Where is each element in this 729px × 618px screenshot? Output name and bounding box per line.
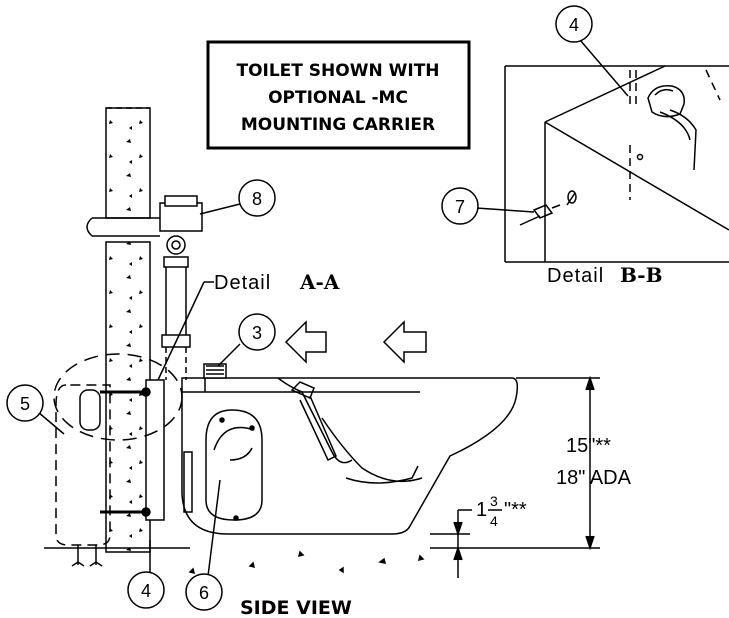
offset-suffix: "** bbox=[504, 499, 527, 521]
callout-8-number: 8 bbox=[252, 189, 262, 209]
height-ada: 18" ADA bbox=[556, 467, 632, 489]
callout-7-number: 7 bbox=[455, 197, 465, 217]
callout-4-detail-number: 4 bbox=[569, 15, 579, 35]
callout-3: 3 bbox=[217, 313, 276, 367]
callout-4-side-number: 4 bbox=[141, 581, 151, 601]
callout-7: 7 bbox=[441, 187, 535, 225]
detail-b-label: Detail bbox=[547, 265, 604, 287]
callout-6-number: 6 bbox=[199, 583, 209, 603]
offset-numerator: 3 bbox=[490, 493, 498, 509]
toilet-bowl bbox=[181, 363, 519, 535]
flow-arrow-2 bbox=[382, 320, 427, 364]
view-title: SIDE VIEW bbox=[240, 597, 352, 618]
detail-a-label: Detail bbox=[214, 272, 271, 294]
callout-6: 6 bbox=[185, 479, 223, 611]
note-line-1: TOILET SHOWN WITH bbox=[236, 61, 439, 81]
offset-dimension bbox=[430, 509, 472, 578]
detail-b-id: B-B bbox=[620, 263, 662, 287]
callout-3-number: 3 bbox=[252, 323, 262, 343]
callout-4-side: 4 bbox=[127, 540, 165, 609]
detail-b-b: Detail B-B bbox=[504, 65, 729, 287]
callout-5: 5 bbox=[6, 384, 65, 435]
note-box: TOILET SHOWN WITH OPTIONAL -MC MOUNTING … bbox=[206, 40, 471, 150]
height-dimension bbox=[516, 375, 600, 551]
offset-denominator: 4 bbox=[490, 513, 498, 529]
wall bbox=[105, 107, 151, 553]
flow-arrow-1 bbox=[284, 320, 327, 364]
water-pipe bbox=[86, 195, 203, 380]
offset-whole: 1 bbox=[476, 499, 487, 521]
detail-a-leader bbox=[157, 281, 214, 381]
note-line-2: OPTIONAL -MC bbox=[268, 88, 408, 108]
note-line-3: MOUNTING CARRIER bbox=[241, 115, 435, 135]
callout-8: 8 bbox=[199, 179, 276, 217]
callout-4-detail: 4 bbox=[555, 5, 629, 97]
mounting-carrier bbox=[55, 379, 165, 567]
height-standard: 15"** bbox=[566, 435, 611, 457]
callout-5-number: 5 bbox=[20, 394, 30, 414]
detail-a-id: A-A bbox=[299, 270, 340, 294]
